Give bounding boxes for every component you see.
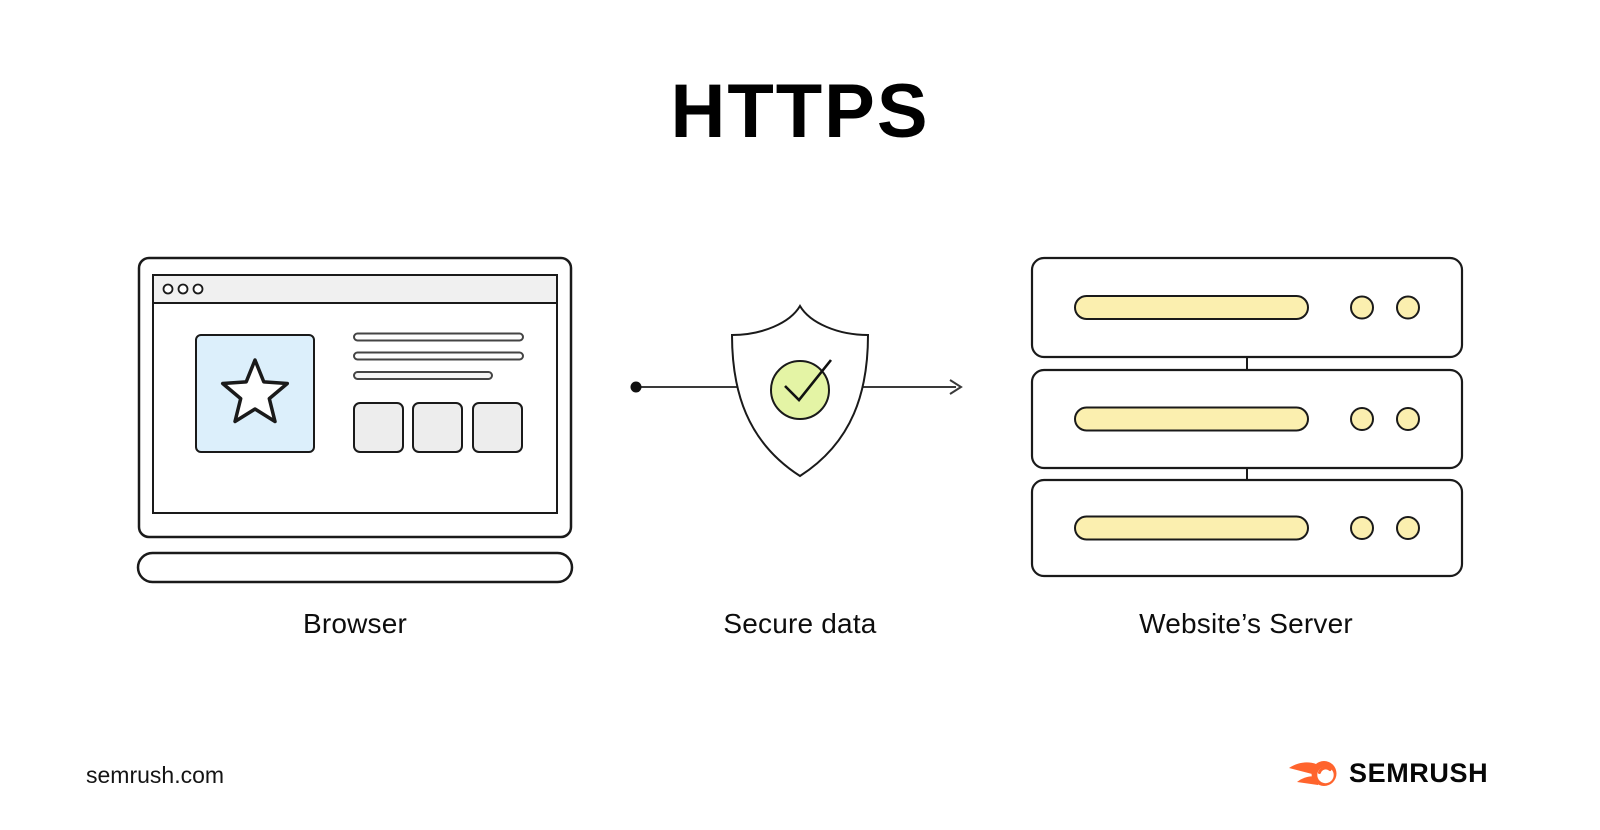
window-control-dots-icon — [162, 283, 204, 295]
server-slot — [1074, 515, 1309, 541]
semrush-flame-icon — [1289, 761, 1337, 786]
server-unit — [1030, 368, 1464, 470]
page-title: HTTPS — [670, 69, 930, 154]
website-url: semrush.com — [86, 762, 225, 788]
browser-label: Browser — [302, 608, 408, 639]
secure-data-illustration — [630, 304, 963, 478]
server-illustration — [1030, 256, 1464, 578]
semrush-logo: SEMRUSH — [1288, 758, 1488, 789]
server-led-icon — [1396, 407, 1420, 431]
server-led-icon — [1396, 516, 1420, 540]
arrow-origin-dot — [630, 381, 642, 393]
semrush-wordmark: SEMRUSH — [1349, 758, 1489, 788]
browser-toolbar — [152, 274, 558, 304]
server-label: Website’s Server — [1139, 608, 1353, 639]
browser-illustration — [136, 256, 574, 584]
secure-data-label: Secure data — [723, 608, 877, 639]
server-slot — [1074, 406, 1309, 432]
arrow-head-icon — [949, 379, 963, 395]
star-icon — [220, 358, 290, 424]
server-led-icon — [1350, 295, 1374, 320]
laptop-base — [136, 551, 574, 584]
text-line-placeholders — [353, 332, 524, 380]
server-slot — [1074, 295, 1309, 320]
server-unit — [1030, 478, 1464, 578]
server-led-icon — [1396, 295, 1420, 320]
checkmark-icon — [784, 359, 833, 402]
thumbnail-squares — [353, 402, 523, 453]
server-led-icon — [1350, 407, 1374, 431]
server-unit — [1030, 256, 1464, 359]
server-led-icon — [1350, 516, 1374, 540]
check-circle — [770, 360, 830, 420]
